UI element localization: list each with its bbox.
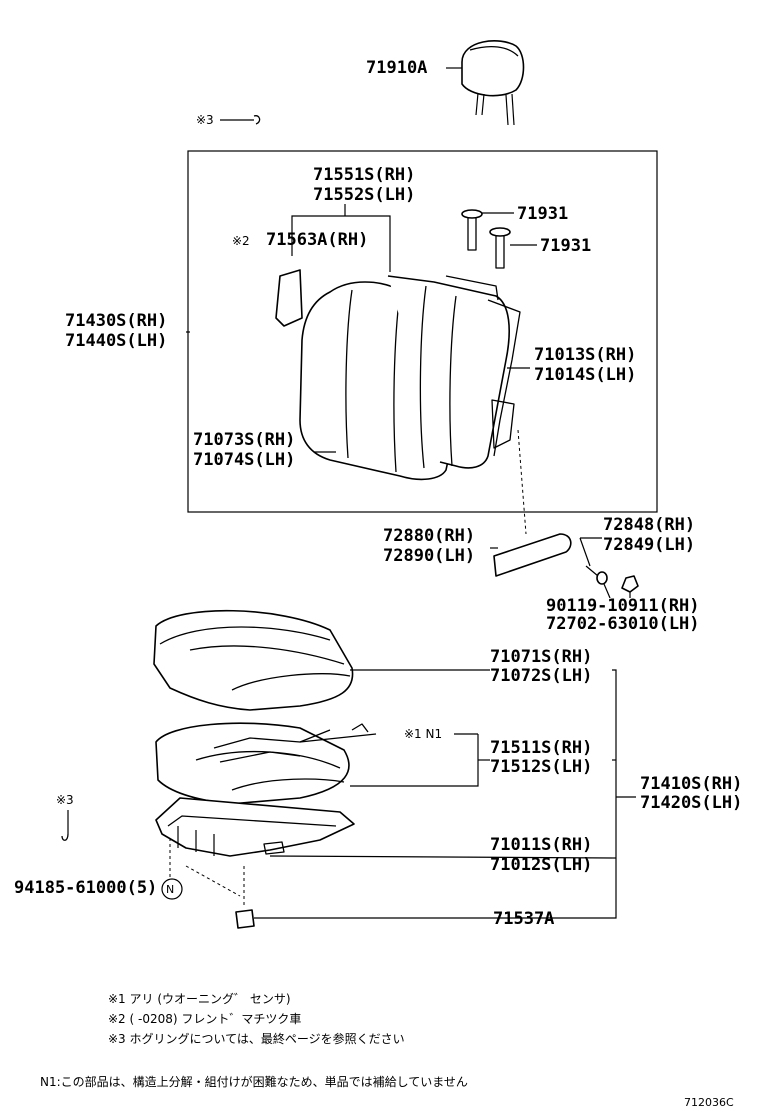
back-assy-rh-label: 71430S(RH) bbox=[65, 311, 167, 331]
recliner-cover-drawing bbox=[493, 533, 572, 577]
back-cover-rh-label: 71073S(RH) bbox=[193, 430, 295, 450]
bolt-rh-label: 90119-10911(RH) bbox=[546, 596, 700, 616]
note-3: ※3 ホグリングについては、最終ページを参照ください bbox=[108, 1031, 405, 1046]
seat-assy-lh-label: 71420S(LH) bbox=[640, 793, 742, 813]
note2-mark: ※2 bbox=[232, 234, 250, 248]
cover-plate-rh-label: 72880(RH) bbox=[383, 526, 475, 546]
cushion-pad-lh-label: 71512S(LH) bbox=[490, 757, 592, 777]
note-2: ※2 ( -0208) フレント゛マチツク車 bbox=[108, 1012, 301, 1026]
cushion-frame-rh-label: 71011S(RH) bbox=[490, 835, 592, 855]
headrest-support-drawing bbox=[461, 209, 511, 269]
cushion-frame-drawing bbox=[155, 797, 355, 857]
back-cover-lh-label: 71074S(LH) bbox=[193, 450, 295, 470]
spacer-drawing bbox=[235, 909, 255, 929]
hog-ring-label: 94185-61000(5) bbox=[14, 878, 157, 898]
knob-rh-label: 72848(RH) bbox=[603, 515, 695, 535]
ring-mark-side: ※3 bbox=[56, 793, 74, 807]
note-1: ※1 アリ (ウオーニング゛ センサ) bbox=[108, 992, 291, 1006]
sensor-mark: ※1 N1 bbox=[404, 727, 442, 741]
cushion-frame-lh-label: 71012S(LH) bbox=[490, 855, 592, 875]
figure-id: 712036C bbox=[684, 1096, 734, 1109]
spacer-label: 71537A bbox=[493, 909, 554, 929]
bolt-and-knob-drawing bbox=[585, 565, 639, 593]
cushion-pad-rh-label: 71511S(RH) bbox=[490, 738, 592, 758]
cushion-pad-drawing bbox=[155, 722, 377, 805]
note-4: N1:この部品は、構造上分解・組付けが困難なため、単品では補給していません bbox=[40, 1074, 468, 1089]
seat-assy-rh-label: 71410S(RH) bbox=[640, 774, 742, 794]
seat-back-drawing bbox=[299, 275, 521, 481]
headrest-drawing bbox=[461, 40, 525, 126]
cushion-cover-rh-label: 71071S(RH) bbox=[490, 647, 592, 667]
cover-lh-label: 71552S(LH) bbox=[313, 185, 415, 205]
frame-rh-label: 71013S(RH) bbox=[534, 345, 636, 365]
back-assy-lh-label: 71440S(LH) bbox=[65, 331, 167, 351]
ring-mark-top: ※3 bbox=[196, 113, 214, 127]
support1-label: 71931 bbox=[517, 204, 568, 224]
pad-rh-label: 71563A(RH) bbox=[266, 230, 368, 250]
bolt-lh-label: 72702-63010(LH) bbox=[546, 614, 700, 634]
cushion-cover-drawing bbox=[153, 609, 354, 711]
knob-lh-label: 72849(LH) bbox=[603, 535, 695, 555]
side-pad-drawing bbox=[275, 269, 303, 327]
cover-rh-label: 71551S(RH) bbox=[313, 165, 415, 185]
headrest-label: 71910A bbox=[366, 58, 427, 78]
hog-ring-circle: N bbox=[166, 883, 174, 896]
frame-lh-label: 71014S(LH) bbox=[534, 365, 636, 385]
support2-label: 71931 bbox=[540, 236, 591, 256]
cover-plate-lh-label: 72890(LH) bbox=[383, 546, 475, 566]
cushion-cover-lh-label: 71072S(LH) bbox=[490, 666, 592, 686]
